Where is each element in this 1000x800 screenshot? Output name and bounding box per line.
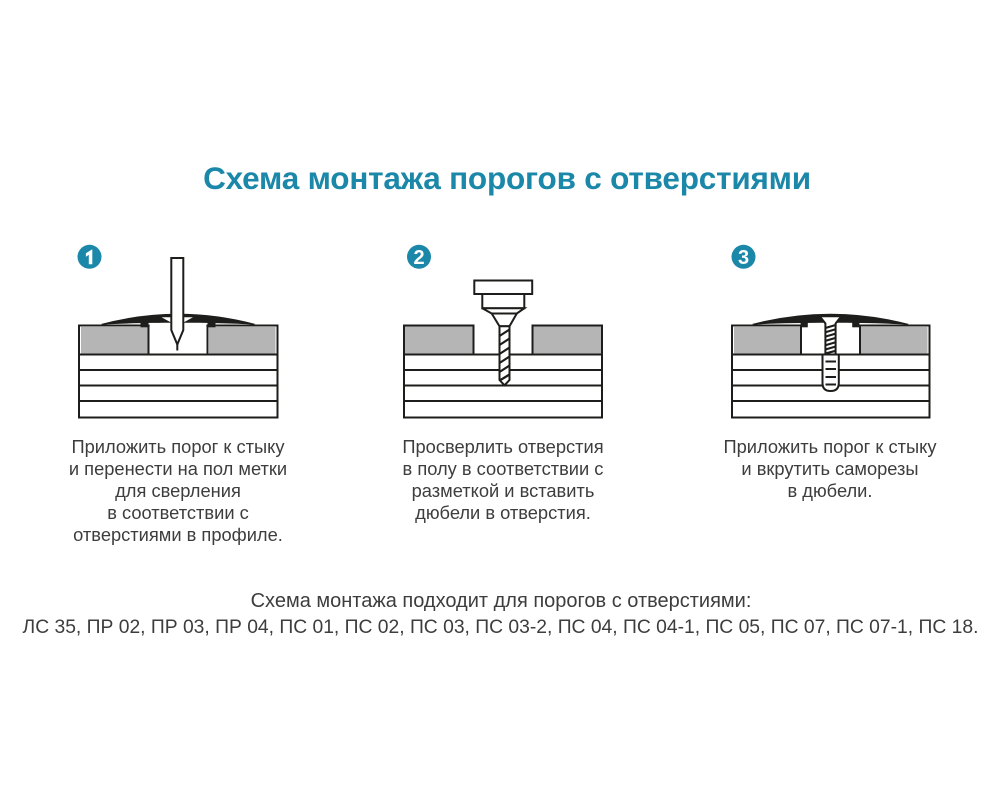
svg-text:3: 3: [738, 247, 749, 269]
svg-text:2: 2: [413, 247, 424, 269]
